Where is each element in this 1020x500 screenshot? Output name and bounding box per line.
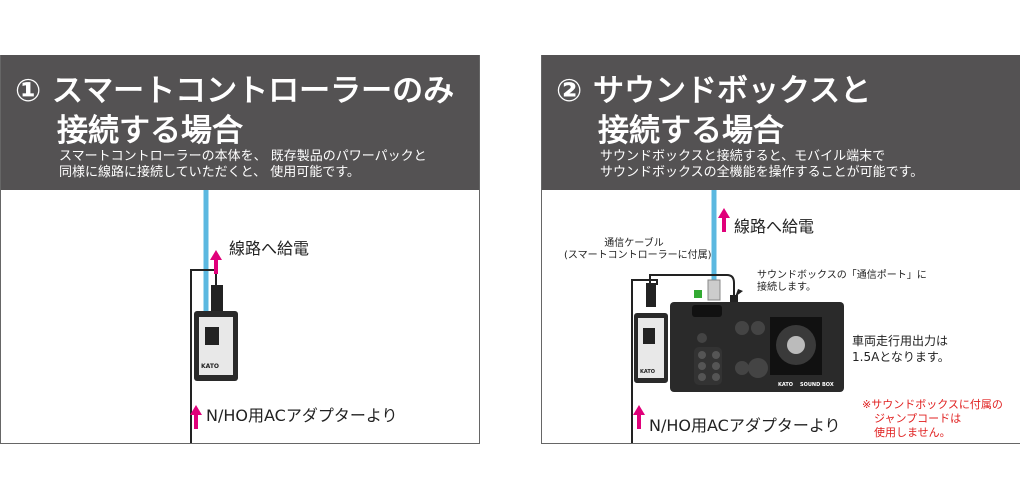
pointer-arrow-icon — [735, 289, 743, 297]
arrow-up-icon — [718, 208, 730, 232]
panel-header: ② サウンドボックスと 接続する場合 サウンドボックスと接続すると、モバイル端末… — [542, 55, 1020, 190]
panel-title-line1: ① スマートコントローラーのみ — [15, 73, 455, 109]
port-label: サウンドボックスの「通信ポート」に接続します。 — [757, 270, 927, 293]
controller-diagram: KATO — [190, 190, 238, 443]
kato-logo: KATO — [778, 382, 793, 388]
panel-header: ① スマートコントローラーのみ 接続する場合 スマートコントローラーの本体を、 … — [1, 55, 479, 190]
arrow-up-icon — [210, 250, 222, 274]
kato-logo: KATO — [201, 363, 219, 370]
adapter-label: N/HO用ACアダプターより — [649, 416, 841, 435]
svg-text:KATO: KATO — [640, 369, 655, 375]
panel-title-line2: 接続する場合 — [598, 113, 784, 149]
soundbox-diagram: KATO SOUND BOX KATO — [631, 190, 844, 443]
panel-with-soundbox: ② サウンドボックスと 接続する場合 サウンドボックスと接続すると、モバイル端末… — [541, 55, 1020, 444]
panel-controller-only: ① スマートコントローラーのみ 接続する場合 スマートコントローラーの本体を、 … — [0, 55, 480, 444]
panel-title-line1: ② サウンドボックスと — [556, 73, 872, 109]
track-power-label: 線路へ給電 — [229, 239, 310, 258]
arrow-up-icon — [190, 405, 202, 429]
soundbox-logo: SOUND BOX — [800, 382, 834, 388]
panel-title-line2: 接続する場合 — [57, 113, 243, 149]
jump-cord-note: ※サウンドボックスに付属のジャンプコードは使用しません。 — [862, 398, 1003, 439]
track-power-label: 線路へ給電 — [734, 217, 815, 236]
adapter-label: N/HO用ACアダプターより — [206, 406, 398, 425]
arrow-up-icon — [633, 405, 645, 429]
panel-description: スマートコントローラーの本体を、 既存製品のパワーパックと同様に線路に接続してい… — [59, 149, 427, 180]
panel-description: サウンドボックスと接続すると、モバイル端末でサウンドボックスの全機能を操作するこ… — [600, 149, 924, 180]
cable-label: 通信ケーブル(スマートコントローラーに付属) — [564, 238, 712, 261]
